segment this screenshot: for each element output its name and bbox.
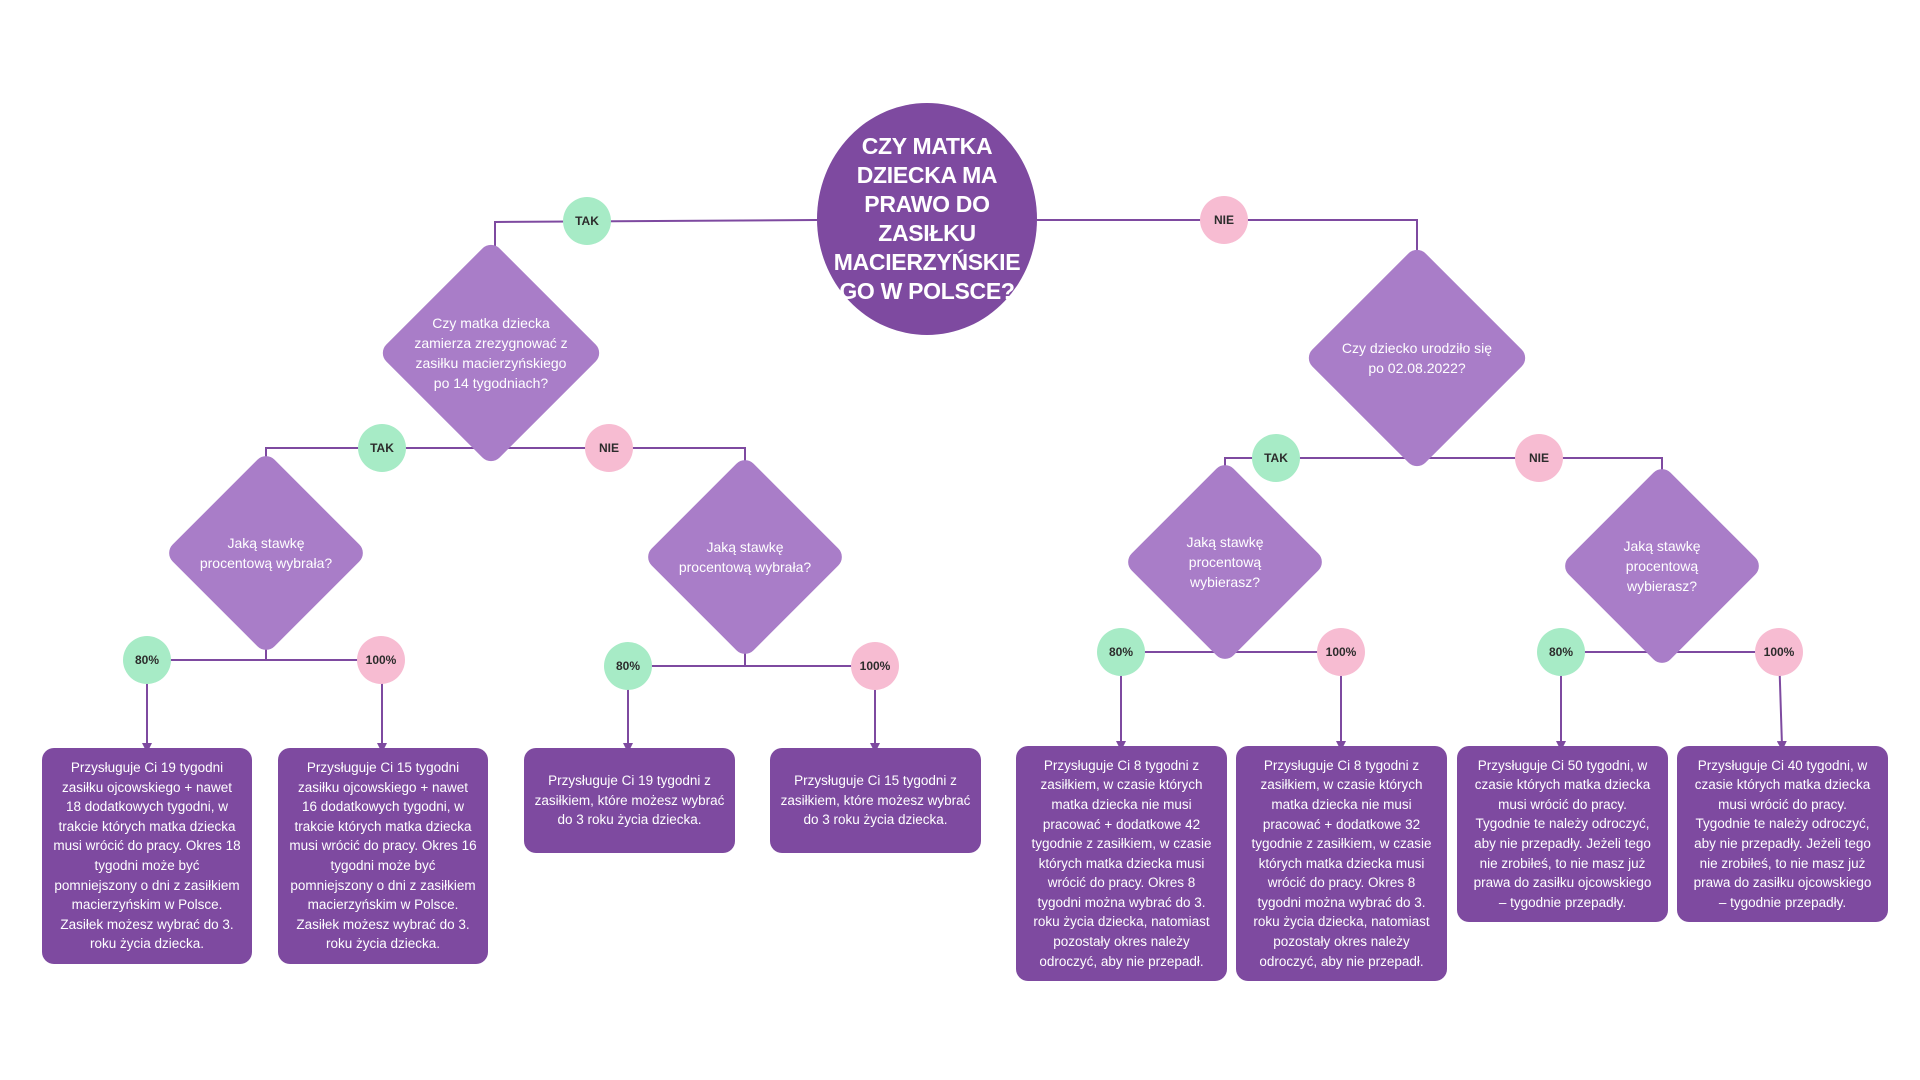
badge-left-yes: TAK	[358, 424, 406, 472]
badge-rl-80: 80%	[1097, 628, 1145, 676]
decision-lr-text: Jaką stawkę procentową wybrała?	[678, 539, 812, 575]
badge-root-no: NIE	[1200, 196, 1248, 244]
badge-lr-80: 80%	[604, 642, 652, 690]
badge-root-yes: TAK	[563, 197, 611, 245]
badge-lr-100: 100%	[851, 642, 899, 690]
decision-rl-text: Jaką stawkę procentową wybierasz?	[1186, 534, 1264, 590]
badge-rr-80: 80%	[1537, 628, 1585, 676]
decision-left-text: Czy matka dziecka zamierza zrezygnować z…	[414, 315, 568, 391]
result-box-5: Przysługuje Ci 8 tygodni z zasiłkiem, w …	[1016, 746, 1227, 981]
badge-right-yes: TAK	[1252, 434, 1300, 482]
badge-rr-100: 100%	[1755, 628, 1803, 676]
result-box-7: Przysługuje Ci 50 tygodni, w czasie któr…	[1457, 746, 1668, 922]
decision-rr-text: Jaką stawkę procentową wybierasz?	[1623, 538, 1701, 594]
result-box-8: Przysługuje Ci 40 tygodni, w czasie któr…	[1677, 746, 1888, 922]
badge-right-no: NIE	[1515, 434, 1563, 482]
decision-right-text: Czy dziecko urodziło się po 02.08.2022?	[1341, 340, 1493, 376]
root-question: CZY MATKA DZIECKA MA PRAWO DO ZASIŁKU MA…	[817, 103, 1037, 335]
badge-ll-80: 80%	[123, 636, 171, 684]
result-box-3: Przysługuje Ci 19 tygodni z zasiłkiem, k…	[524, 748, 735, 853]
decision-ll-text: Jaką stawkę procentową wybrała?	[199, 535, 333, 571]
result-box-6: Przysługuje Ci 8 tygodni z zasiłkiem, w …	[1236, 746, 1447, 981]
badge-left-no: NIE	[585, 424, 633, 472]
connector-root-yes	[490, 219, 818, 276]
result-box-1: Przysługuje Ci 19 tygodni zasiłku ojcows…	[42, 748, 252, 964]
result-box-2: Przysługuje Ci 15 tygodni zasiłku ojcows…	[278, 748, 488, 964]
result-box-4: Przysługuje Ci 15 tygodni z zasiłkiem, k…	[770, 748, 981, 853]
badge-ll-100: 100%	[357, 636, 405, 684]
badge-rl-100: 100%	[1317, 628, 1365, 676]
